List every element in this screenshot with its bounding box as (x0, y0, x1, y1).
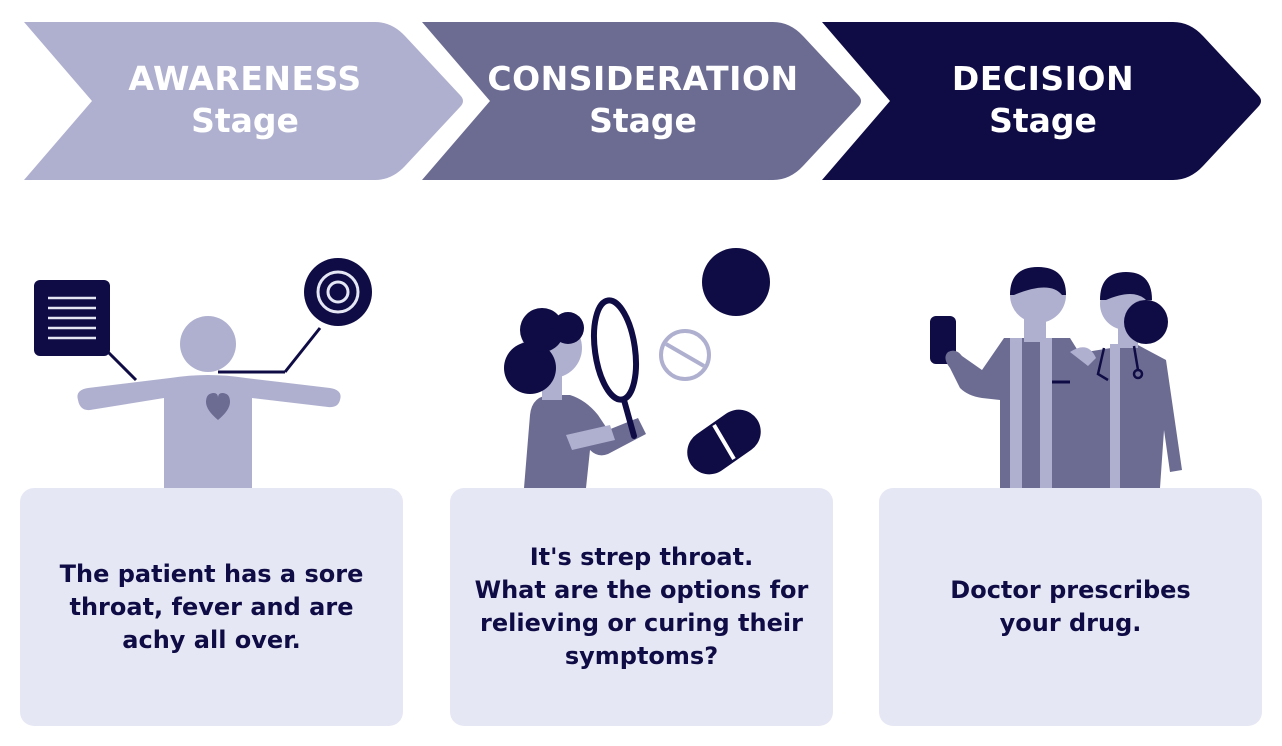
chevron-shape (422, 22, 861, 180)
stage-label: CONSIDERATION Stage (418, 58, 868, 142)
description-card: It's strep throat. What are the options … (450, 488, 833, 726)
stage-label: AWARENESS Stage (20, 58, 470, 142)
stage-subtitle: Stage (989, 101, 1097, 140)
chevron-shape (24, 22, 463, 180)
heart-icon (206, 393, 230, 420)
stage-consideration: CONSIDERATION Stage (418, 18, 868, 184)
doctor-icon (945, 267, 1182, 488)
connector-line (283, 327, 322, 373)
capsule-icon (687, 409, 761, 475)
stage-title: DECISION (951, 59, 1135, 98)
pill-icon (702, 248, 770, 316)
awareness-illustration (30, 240, 380, 490)
stage-title: CONSIDERATION (487, 59, 799, 98)
card-text: Doctor prescribes your drug. (950, 576, 1191, 637)
consideration-illustration (490, 240, 790, 490)
tablet-icon (659, 329, 711, 381)
card-text: The patient has a sore throat, fever and… (59, 559, 364, 654)
woman-icon (504, 308, 646, 488)
chevron-shape (822, 22, 1261, 180)
target-icon (304, 258, 372, 326)
stage-title: AWARENESS (128, 59, 362, 98)
stage-label: DECISION Stage (818, 58, 1268, 142)
decision-illustration (920, 240, 1220, 490)
stage-subtitle: Stage (589, 101, 697, 140)
card-text: It's strep throat. What are the options … (474, 543, 809, 670)
magnifying-glass-icon (591, 297, 639, 439)
description-card: The patient has a sore throat, fever and… (20, 488, 403, 726)
description-card: Doctor prescribes your drug. (879, 488, 1262, 726)
stage-decision: DECISION Stage (818, 18, 1268, 184)
person-icon (77, 316, 341, 488)
stage-awareness: AWARENESS Stage (20, 18, 470, 184)
document-icon (34, 280, 110, 356)
stage-subtitle: Stage (191, 101, 299, 140)
connector-line (104, 348, 138, 382)
